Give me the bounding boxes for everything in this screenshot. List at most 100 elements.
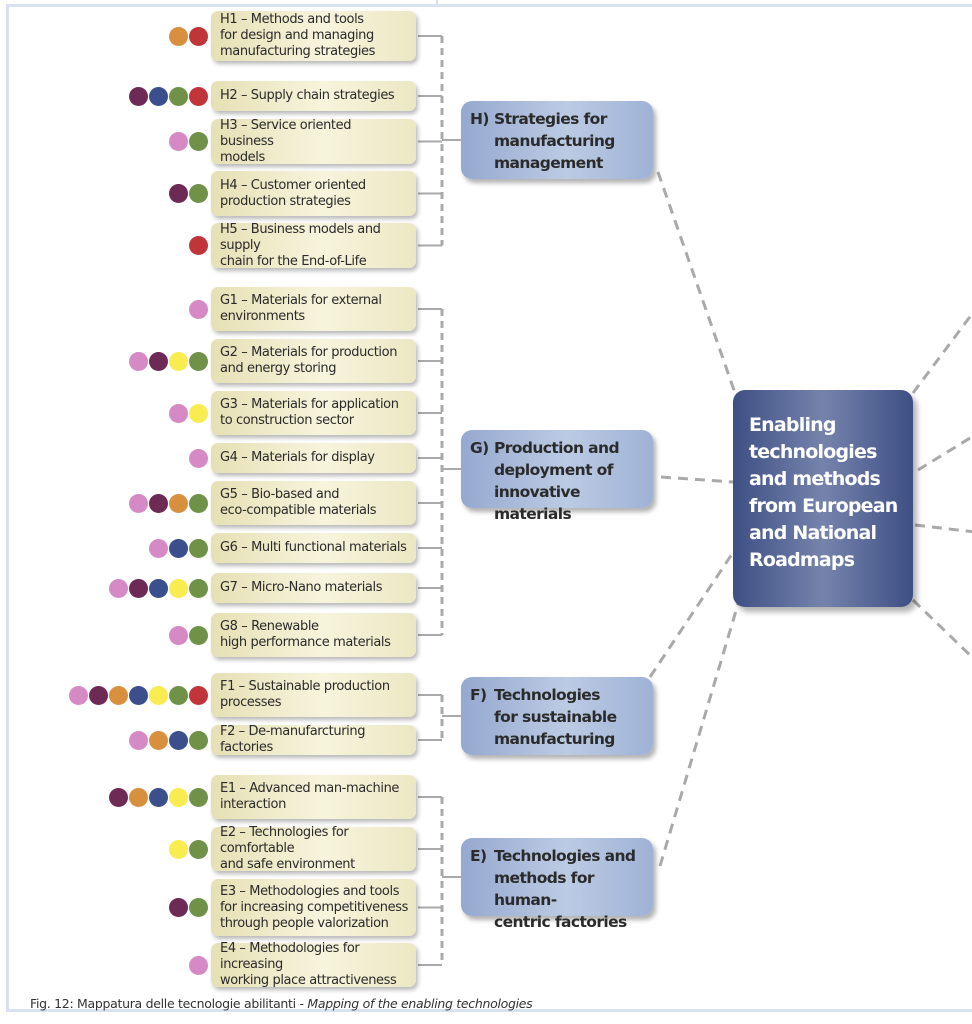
red-dot — [189, 685, 208, 705]
purple-dot — [169, 184, 188, 203]
item-card-h4: H4 – Customer oriented production strate… — [211, 171, 416, 216]
category-box-g: G)Production and deployment of innovativ… — [461, 430, 653, 523]
item-card-h3: H3 – Service oriented business models — [211, 117, 416, 165]
item-card-label: H4 – Customer oriented production strate… — [220, 177, 366, 209]
color-dots — [169, 403, 208, 423]
purple-dot — [149, 493, 168, 513]
color-dots — [69, 685, 208, 705]
green-dot — [189, 351, 208, 371]
item-card-label: G7 – Micro-Nano materials — [220, 580, 383, 595]
pink-dot — [129, 351, 148, 371]
item-card-g2: G2 – Materials for production and energy… — [211, 339, 416, 383]
item-card-g3: G3 – Materials for application to constr… — [211, 391, 416, 435]
color-dots — [149, 538, 208, 558]
purple-dot — [109, 787, 128, 807]
color-dots — [169, 898, 208, 917]
pink-dot — [169, 625, 188, 645]
yellow-dot — [149, 685, 168, 705]
item-card-label: F1 – Sustainable production processes — [220, 679, 390, 710]
pink-dot — [169, 403, 188, 423]
blue-dot — [149, 86, 168, 106]
category-label: Technologies and methods for human- cent… — [494, 847, 636, 931]
category-to-hub-link — [656, 171, 737, 394]
pink-dot — [129, 493, 148, 513]
category-box-e: E) Technologies and methods for human- ce… — [461, 838, 653, 931]
orange-dot — [129, 787, 148, 807]
item-card-e3: E3 – Methodologies and tools for increas… — [211, 879, 416, 936]
hub-outgoing-link — [911, 311, 972, 394]
green-dot — [189, 538, 208, 558]
item-card-label: G4 – Materials for display — [220, 450, 375, 465]
category-label: Technologies for sustainable manufacturi… — [494, 686, 617, 748]
green-dot — [189, 839, 208, 859]
item-card-g1: G1 – Materials for external environments — [211, 287, 416, 331]
category-code: F) — [470, 686, 487, 704]
green-dot — [189, 898, 208, 917]
pink-dot — [169, 132, 188, 151]
item-card-label: H1 – Methods and tools for design and ma… — [220, 12, 376, 59]
green-dot — [189, 493, 208, 513]
pink-dot — [69, 685, 88, 705]
color-dots — [109, 578, 208, 598]
frame-divider — [436, 0, 438, 6]
yellow-dot — [169, 787, 188, 807]
item-card-label: G6 – Multi functional materials — [220, 540, 407, 555]
item-card-label: E1 – Advanced man-machine interaction — [220, 781, 400, 812]
orange-dot — [149, 730, 168, 750]
yellow-dot — [169, 351, 188, 371]
color-dots — [129, 493, 208, 513]
blue-dot — [149, 787, 168, 807]
figure-frame — [6, 4, 972, 1012]
item-card-label: G8 – Renewable high performance material… — [220, 619, 391, 650]
pink-dot — [149, 538, 168, 558]
item-card-g7: G7 – Micro-Nano materials — [211, 573, 416, 603]
item-card-label: G3 – Materials for application to constr… — [220, 397, 399, 428]
color-dots — [129, 730, 208, 750]
hub-outgoing-link — [914, 523, 972, 534]
purple-dot — [149, 351, 168, 371]
item-card-label: H3 – Service oriented business models — [220, 117, 352, 165]
color-dots — [169, 184, 208, 203]
blue-dot — [149, 578, 168, 598]
blue-dot — [169, 538, 188, 558]
pink-dot — [189, 299, 208, 319]
blue-dot — [129, 685, 148, 705]
category-box-f: F) Technologies for sustainable manufactu… — [461, 677, 653, 755]
pink-dot — [129, 730, 148, 750]
category-label: Strategies for manufacturing management — [494, 110, 615, 172]
category-code: H) — [470, 110, 489, 128]
item-card-label: E2 – Technologies for comfortable and sa… — [220, 825, 355, 872]
orange-dot — [169, 493, 188, 513]
green-dot — [189, 625, 208, 645]
item-card-h5: H5 – Business models and supply chain fo… — [211, 222, 416, 269]
color-dots — [189, 236, 208, 255]
item-card-label: E4 – Methodologies for increasing workin… — [220, 941, 397, 988]
item-card-label: E3 – Methodologies and tools for increas… — [220, 883, 408, 931]
orange-dot — [109, 685, 128, 705]
category-to-hub-link — [648, 547, 738, 678]
orange-dot — [169, 26, 188, 46]
item-card-f1: F1 – Sustainable production processes — [211, 673, 416, 717]
yellow-dot — [189, 403, 208, 423]
item-card-label: G1 – Materials for external environments — [220, 293, 382, 324]
yellow-dot — [169, 578, 188, 598]
item-card-h2: H2 – Supply chain strategies — [211, 81, 416, 111]
pink-dot — [109, 578, 128, 598]
color-dots — [189, 448, 208, 468]
hub-box: Enabling technologies and methods from E… — [733, 390, 913, 607]
item-card-e2: E2 – Technologies for comfortable and sa… — [211, 825, 416, 872]
item-card-g4: G4 – Materials for display — [211, 443, 416, 473]
category-code: E) — [470, 847, 487, 865]
item-card-label: H2 – Supply chain strategies — [220, 88, 395, 103]
purple-dot — [89, 685, 108, 705]
item-card-label: F2 – De-manufarcturing factories — [220, 724, 366, 755]
color-dots — [129, 86, 208, 106]
green-dot — [169, 685, 188, 705]
color-dots — [109, 787, 208, 807]
category-to-hub-link — [660, 475, 734, 484]
color-dots — [169, 132, 208, 151]
pink-dot — [189, 448, 208, 468]
color-dots — [189, 299, 208, 319]
item-card-g6: G6 – Multi functional materials — [211, 533, 416, 563]
